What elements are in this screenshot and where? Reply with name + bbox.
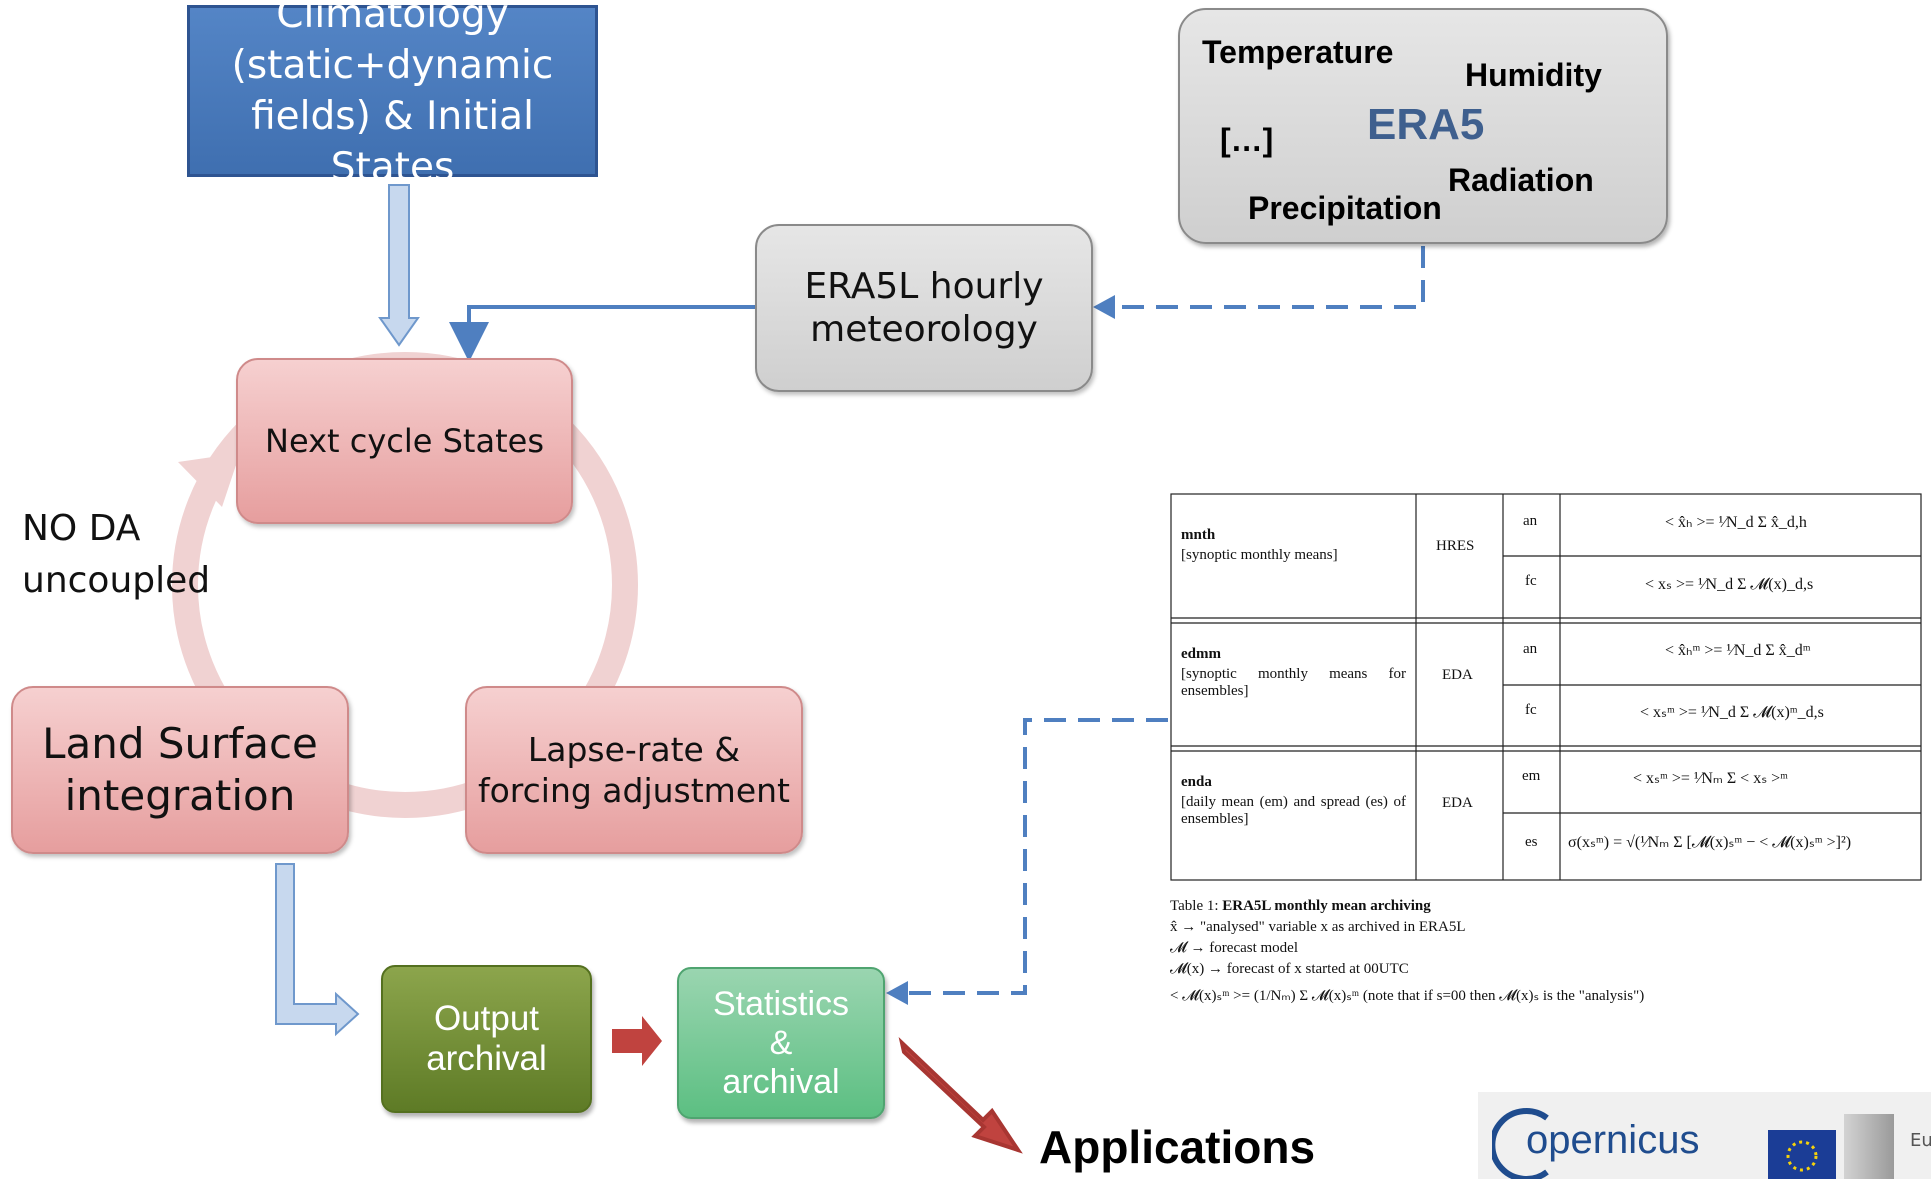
- table-grid: [1170, 493, 1922, 881]
- era5l-box: ERA5L hourly meteorology: [755, 224, 1093, 392]
- ellipsis-label: […]: [1220, 122, 1274, 158]
- table-formulas: < x̂ₕ >= ¹⁄N_d Σ x̂_d,h < xₛ >= ¹⁄N_d Σ …: [1568, 514, 1851, 851]
- svg-text:< xₛᵐ >= ¹⁄Nₘ Σ < xₛ >ᵐ: < xₛᵐ >= ¹⁄Nₘ Σ < xₛ >ᵐ: [1633, 770, 1788, 787]
- eu-flag-icon: [1768, 1130, 1836, 1179]
- era5-dashed-arrow: [1105, 246, 1425, 309]
- next-cycle-box: Next cycle States: [236, 358, 573, 524]
- table-dashed-head: [886, 981, 908, 1005]
- row-edmm-source: EDA: [1442, 667, 1473, 683]
- stats-to-apps-arrow: [898, 1037, 1023, 1154]
- statistics-archival-box: Statistics & archival: [677, 967, 885, 1119]
- cycle-arrowhead: [178, 453, 240, 507]
- row-edmm-desc: [synoptic monthly means for ensembles]: [1181, 666, 1406, 699]
- svg-text:σ(xₛᵐ) = √(¹⁄Nₘ Σ [𝓜(x)ₛᵐ − <: σ(xₛᵐ) = √(¹⁄Nₘ Σ [𝓜(x)ₛᵐ − < 𝓜(x)ₛᵐ >]²…: [1568, 834, 1851, 851]
- table-dashed-arrow: [902, 718, 1168, 995]
- row-edmm-type-an: an: [1523, 641, 1538, 657]
- caption-note: < 𝓜(x)ₛᵐ >= (1/Nₘ) Σ 𝓜(x)ₛᵐ (note that i…: [1170, 988, 1645, 1004]
- humidity-label: Humidity: [1465, 57, 1602, 93]
- caption-note: 𝓜(x) → forecast of x started at 00UTC: [1170, 961, 1409, 977]
- archiving-table: mnth [synoptic monthly means] HRES an fc…: [1170, 493, 1922, 883]
- era5-dashed-head: [1093, 295, 1115, 319]
- copernicus-eu-logo: opernicus Eu: [1478, 1092, 1931, 1179]
- applications-label: Applications: [1039, 1121, 1316, 1173]
- land-surface-box: Land Surface integration: [11, 686, 349, 854]
- caption-note: x̂ → "analysed" variable x as archived i…: [1170, 919, 1466, 935]
- row-enda-source: EDA: [1442, 795, 1473, 811]
- row-mnth-source: HRES: [1436, 538, 1475, 554]
- no-da-label: NO DA uncoupled: [22, 508, 211, 601]
- caption-prefix: Table 1:: [1170, 898, 1219, 914]
- row-edmm-name: edmm: [1181, 646, 1221, 662]
- row-edmm-type-fc: fc: [1525, 702, 1537, 718]
- svg-text:< x̂ₕ >= ¹⁄N_d Σ x̂_d,h: < x̂ₕ >= ¹⁄N_d Σ x̂_d,h: [1665, 514, 1807, 531]
- eu-text: Eu: [1910, 1130, 1931, 1151]
- row-enda-name: enda: [1181, 774, 1212, 790]
- era5l-to-next-arrow: [449, 305, 755, 362]
- temperature-label: Temperature: [1202, 34, 1394, 70]
- row-mnth-name: mnth: [1181, 527, 1216, 543]
- climatology-down-arrow: [378, 184, 420, 347]
- row-mnth-type-an: an: [1523, 513, 1538, 529]
- svg-text:< xₛ >= ¹⁄N_d Σ 𝓜(x)_d,s: < xₛ >= ¹⁄N_d Σ 𝓜(x)_d,s: [1645, 576, 1813, 593]
- caption-title: ERA5L monthly mean archiving: [1222, 898, 1431, 914]
- output-archival-box: Output archival: [381, 965, 592, 1113]
- output-to-stats-arrow: [612, 1016, 662, 1066]
- svg-text:< x̂ₕᵐ >= ¹⁄N_d Σ x̂_dᵐ: < x̂ₕᵐ >= ¹⁄N_d Σ x̂_dᵐ: [1665, 642, 1811, 659]
- row-enda-desc: [daily mean (em) and spread (es) of ense…: [1181, 794, 1406, 827]
- svg-text:< xₛᵐ >= ¹⁄N_d Σ 𝓜(x)ᵐ_d,s: < xₛᵐ >= ¹⁄N_d Σ 𝓜(x)ᵐ_d,s: [1640, 704, 1824, 721]
- row-enda-type-es: es: [1525, 834, 1538, 850]
- row-mnth-desc: [synoptic monthly means]: [1181, 547, 1338, 563]
- row-mnth-type-fc: fc: [1525, 573, 1537, 589]
- radiation-label: Radiation: [1448, 162, 1594, 198]
- commission-building-icon: [1844, 1114, 1894, 1179]
- land-to-output-arrow: [275, 863, 360, 1037]
- table-caption: Table 1: ERA5L monthly mean archiving x̂…: [1170, 896, 1920, 1007]
- caption-note: 𝓜 → forecast model: [1170, 940, 1299, 956]
- lapse-rate-box: Lapse-rate & forcing adjustment: [465, 686, 803, 854]
- copernicus-text: opernicus: [1526, 1118, 1700, 1162]
- precipitation-label: Precipitation: [1248, 190, 1442, 226]
- row-enda-type-em: em: [1522, 768, 1541, 784]
- era5-box: Temperature Humidity ERA5 […] Radiation …: [1178, 8, 1668, 244]
- climatology-box: Climatology (static+dynamic fields) & In…: [187, 0, 598, 190]
- era5-title: ERA5: [1367, 100, 1485, 149]
